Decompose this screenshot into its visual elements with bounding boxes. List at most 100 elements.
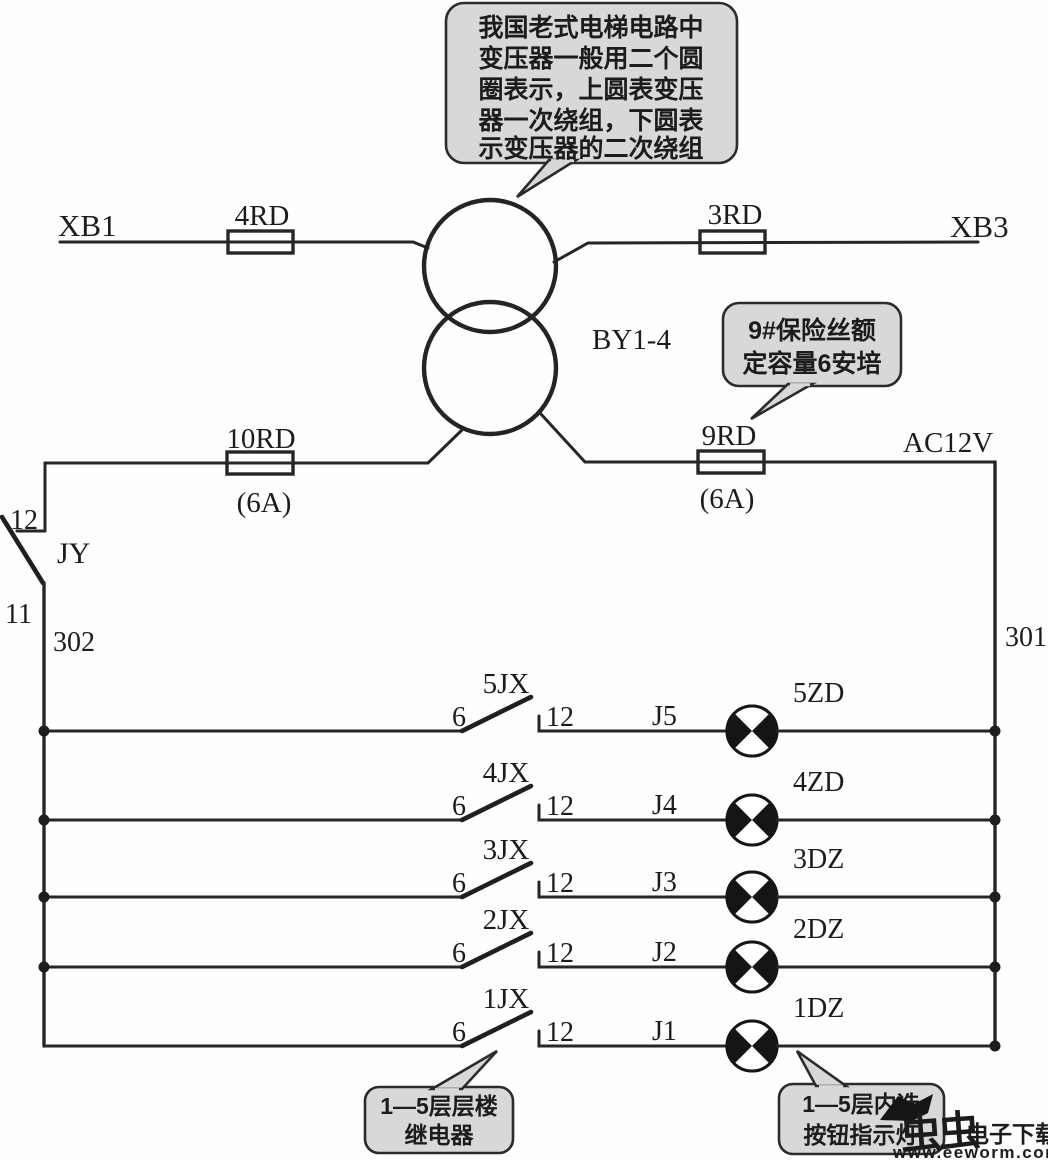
row4jx-terminal-12: 12 — [546, 791, 574, 822]
transformer-note-line1: 我国老式电梯电路中 — [478, 14, 703, 42]
jy-switch-blade — [0, 514, 46, 586]
row2jx-switch-blade — [459, 930, 534, 970]
row3jx-switch-blade — [459, 860, 534, 900]
callout-relay-note-tail — [427, 1049, 498, 1091]
lamp-1dz-symbol — [725, 1019, 779, 1073]
lamp-4zd-label: 4ZD — [793, 767, 844, 798]
switch-1jx-label: 1JX — [483, 983, 530, 1015]
wire-301-label: 301 — [1005, 622, 1047, 653]
row5jx-terminal-12: 12 — [546, 702, 574, 733]
watermark-url: www.eeworm.com — [892, 1143, 1048, 1160]
fuse-note-line2: 定容量6安培 — [743, 349, 882, 378]
transformer-note-line5: 示变压器的二次绕组 — [478, 134, 703, 163]
relay-j2-label: J2 — [652, 937, 677, 968]
lamp-5zd-symbol — [725, 704, 779, 758]
lamp-2dz-symbol — [725, 940, 779, 994]
row2jx-terminal-12: 12 — [546, 938, 574, 969]
terminal-xb3-label: XB3 — [950, 209, 1009, 244]
callout-transformer-note: 我国老式电梯电路中 变压器一般用二个圆 圈表示，上圆表变压 器一次绕组，下圆表 … — [444, 1, 739, 199]
lamp-3dz-label: 3DZ — [793, 844, 844, 875]
watermark-site-name: 电子下载站 — [966, 1121, 1048, 1147]
relay-j1-label: J1 — [652, 1016, 677, 1047]
fuse-4rd-label: 4RD — [235, 200, 290, 232]
row3jx-terminal-12: 12 — [546, 868, 574, 899]
row2jx-right-junction-dot — [989, 961, 1001, 973]
callout-transformer-note-tail — [516, 158, 581, 199]
row4jx-terminal-6: 6 — [452, 791, 466, 822]
row4jx-left-junction-dot — [38, 814, 50, 826]
secondary-line: 10RD (6A) 9RD (6A) AC12V — [43, 411, 997, 533]
relay-j3-label: J3 — [652, 867, 677, 898]
lamp-note-line2: 按钮指示灯 — [804, 1122, 919, 1148]
wire-transformer-to-9rd-ac — [538, 411, 997, 464]
transformer-by1-4: BY1-4 — [421, 197, 671, 437]
transformer-note-line4: 器一次绕组，下圆表 — [477, 106, 704, 135]
watermark: 虫虫 电子下载站 www.eeworm.com — [880, 1094, 1048, 1160]
relay-j4-label: J4 — [652, 790, 677, 821]
wire-transformer-to-xb3 — [552, 240, 980, 264]
row3jx-terminal-6: 6 — [452, 868, 466, 899]
transformer-secondary-winding — [421, 299, 559, 437]
callout-fuse-note: 9#保险丝额 定容量6安培 — [721, 301, 903, 421]
lamp-4zd-symbol — [725, 793, 779, 847]
fuse-note-line1: 9#保险丝额 — [748, 316, 876, 345]
row-4jx: 4JX 6 12 J4 4ZD — [38, 757, 1001, 847]
relay-note-line2: 继电器 — [405, 1122, 475, 1148]
jy-name-label: JY — [57, 537, 90, 570]
wire-xb1-to-transformer — [58, 240, 430, 250]
row4jx-right-junction-dot — [989, 814, 1001, 826]
watermark-logo-shape — [880, 1094, 933, 1121]
callout-lamp-note-tail — [795, 1049, 851, 1088]
row5jx-terminal-6: 6 — [452, 702, 466, 733]
relay-j5-label: J5 — [652, 701, 677, 732]
lamp-1dz-label: 1DZ — [793, 993, 844, 1024]
switch-3jx-label: 3JX — [483, 834, 530, 866]
transformer-note-line3: 圈表示，上圆表变压 — [478, 75, 703, 104]
callout-fuse-note-box — [721, 301, 903, 388]
row5jx-left-junction-dot — [38, 725, 50, 737]
row2jx-terminal-6: 6 — [452, 938, 466, 969]
row1jx-terminal-6: 6 — [452, 1017, 466, 1048]
row5jx-mid-wire — [537, 714, 729, 733]
wire-transformer-to-10rd-jy — [43, 427, 465, 533]
switch-2jx-label: 2JX — [483, 904, 530, 936]
row-5jx: 5JX 6 12 J5 5ZD — [38, 668, 1001, 758]
row-2jx: 2JX 6 12 J2 2DZ — [38, 904, 1001, 994]
fuse-10rd-symbol — [225, 450, 295, 476]
callout-fuse-note-tail — [750, 382, 817, 421]
lamp-3dz-symbol — [725, 870, 779, 924]
fuse-4rd-symbol — [226, 229, 295, 255]
watermark-logo-text: 虫虫 — [899, 1107, 981, 1159]
right-bus: 301 — [993, 460, 1047, 1048]
relay-note-line1: 1—5层层楼 — [380, 1093, 498, 1119]
primary-line: XB1 4RD 3RD XB3 — [58, 199, 1009, 264]
switch-4jx-label: 4JX — [483, 757, 530, 789]
jy-terminal-11-label: 11 — [5, 599, 32, 630]
row4jx-mid-wire — [537, 803, 729, 822]
fuse-3rd-label: 3RD — [708, 199, 763, 231]
fuse-9rd-rating: (6A) — [700, 483, 755, 515]
row-3jx: 3JX 6 12 J3 3DZ — [38, 834, 1001, 924]
fuse-10rd-label: 10RD — [226, 423, 295, 455]
row4jx-switch-blade — [459, 783, 534, 823]
row3jx-right-junction-dot — [989, 891, 1001, 903]
terminal-xb1-label: XB1 — [58, 208, 117, 243]
row3jx-mid-wire — [537, 880, 729, 899]
row5jx-right-junction-dot — [989, 725, 1001, 737]
fuse-3rd-symbol — [698, 229, 767, 255]
row-1jx: 1JX 6 12 J1 1DZ — [42, 983, 1001, 1073]
callout-relay-note: 1—5层层楼 继电器 — [363, 1049, 515, 1155]
wire-302-label: 302 — [53, 627, 95, 658]
lamp-5zd-label: 5ZD — [793, 678, 844, 709]
fuse-10rd-rating: (6A) — [237, 487, 292, 519]
jy-terminal-12-label: 12 — [10, 505, 38, 536]
ac12v-label: AC12V — [903, 427, 993, 459]
row1jx-right-junction-dot — [989, 1040, 1001, 1052]
lamp-2dz-label: 2DZ — [793, 914, 844, 945]
row3jx-left-junction-dot — [38, 891, 50, 903]
switch-5jx-label: 5JX — [483, 668, 530, 700]
fuse-9rd-symbol — [696, 449, 766, 475]
row2jx-mid-wire — [537, 950, 729, 969]
